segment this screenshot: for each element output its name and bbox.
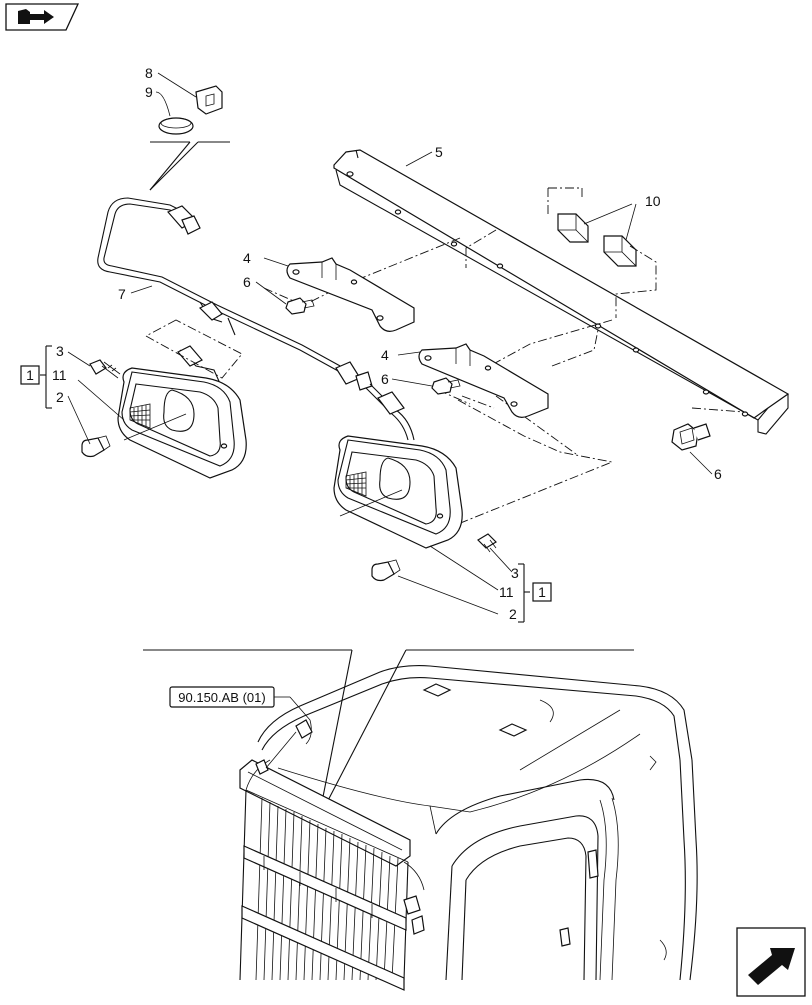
machine-cab-view (239, 665, 698, 991)
part-2-bulb-left (81, 435, 111, 458)
callout-4-lower: 4 (381, 347, 389, 363)
part-4-bracket-lower (418, 343, 549, 418)
next-page-arrow-icon[interactable] (736, 927, 806, 997)
callout-3-right: 3 (511, 565, 519, 581)
callout-2-right: 2 (509, 606, 517, 622)
part-11-lamp-left (117, 367, 247, 479)
part-6-bolt-upper (285, 297, 315, 315)
callout-2-left: 2 (56, 389, 64, 405)
book-with-arrow-icon[interactable] (5, 3, 80, 31)
part-6-bolt-right (671, 423, 711, 451)
kit-label-right: 1 (538, 584, 546, 600)
callout-11-right: 11 (499, 584, 514, 600)
callout-5: 5 (435, 144, 443, 160)
callout-6-upper: 6 (243, 274, 251, 290)
callout-3-left: 3 (56, 343, 64, 359)
part-8-clip (195, 85, 223, 115)
callout-6-right: 6 (714, 466, 722, 482)
part-7-wiring-harness (97, 197, 415, 441)
part-4-bracket-upper (286, 257, 415, 332)
callout-10: 10 (645, 193, 661, 209)
cross-reference-label: 90.150.AB (01) (178, 690, 265, 705)
callout-6-middle: 6 (381, 371, 389, 387)
part-6-bolt-middle (431, 377, 461, 395)
part-3-screw-right (477, 533, 497, 553)
part-9-cable-tie (158, 117, 194, 135)
callout-11-left: 11 (52, 367, 67, 383)
kit-box-left: 1 (20, 365, 40, 385)
callout-7: 7 (118, 286, 126, 302)
callout-8: 8 (145, 65, 153, 81)
callout-4-upper: 4 (243, 250, 251, 266)
callout-9: 9 (145, 84, 153, 100)
part-5-mounting-bar (333, 149, 790, 435)
kit-label-left: 1 (26, 367, 34, 383)
cross-reference-box[interactable]: 90.150.AB (01) (169, 686, 275, 708)
part-10-pads (557, 213, 637, 267)
part-3-screw-left (89, 359, 121, 379)
part-2-bulb-right (371, 559, 401, 582)
kit-box-right: 1 (532, 582, 552, 602)
